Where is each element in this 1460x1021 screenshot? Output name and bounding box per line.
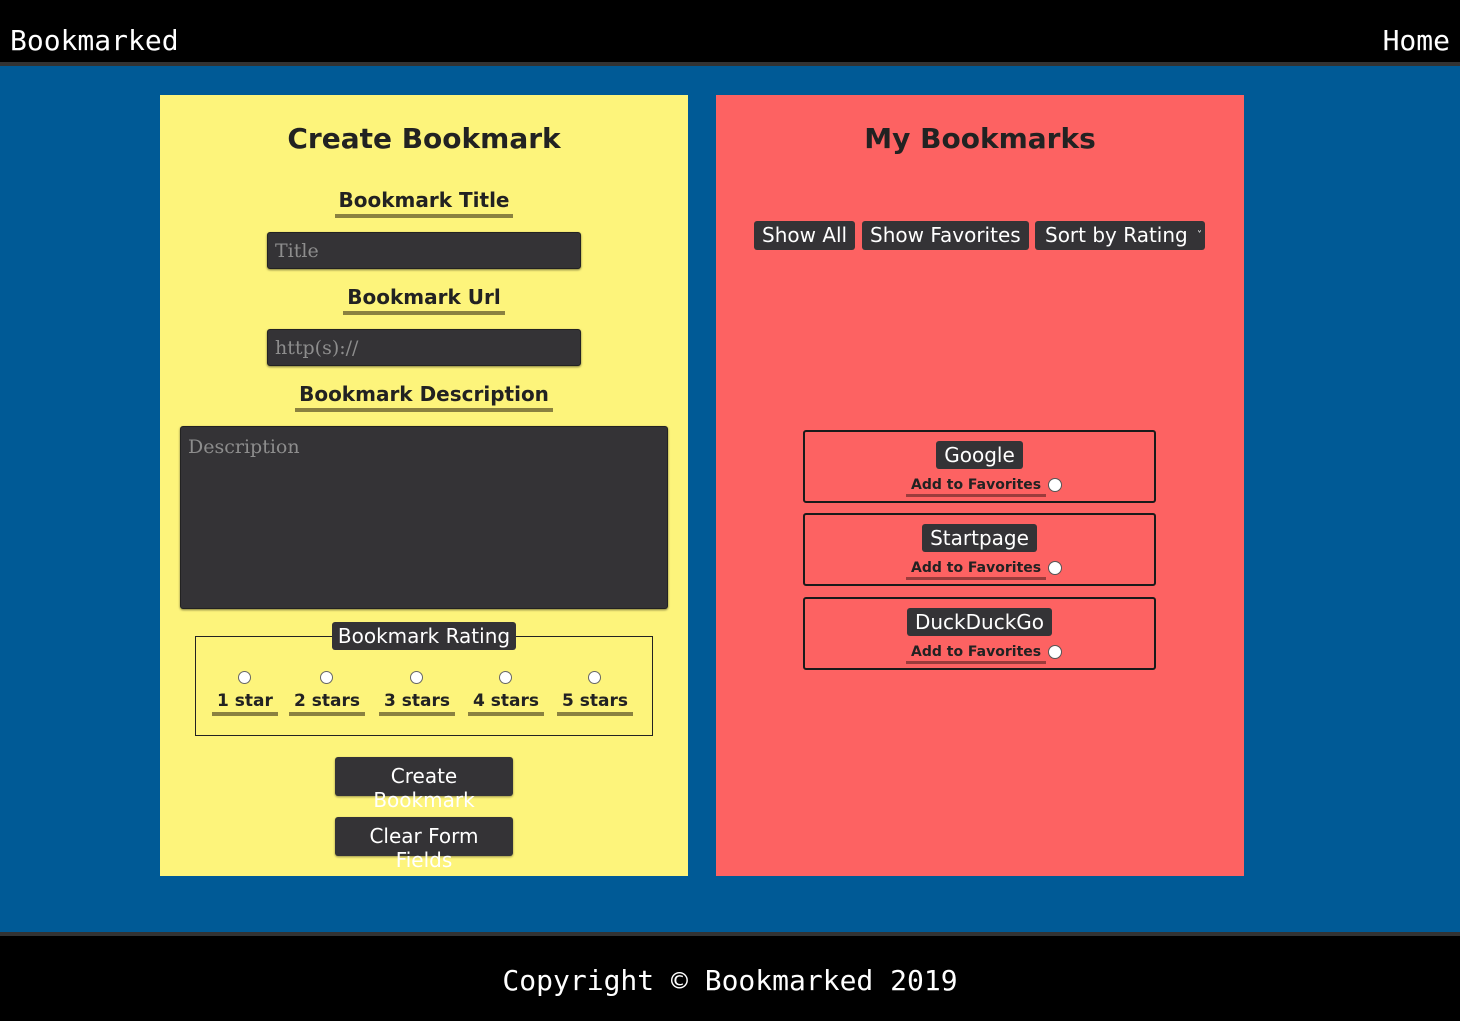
description-textarea[interactable] [180, 426, 668, 609]
title-input[interactable] [267, 232, 581, 269]
my-bookmarks-heading: My Bookmarks [864, 122, 1096, 155]
rating-option-2[interactable]: 2 stars [289, 671, 365, 716]
rating-legend: Bookmark Rating [331, 622, 517, 650]
bookmark-title-label: Bookmark Title [334, 188, 514, 218]
favorite-radio[interactable] [1048, 478, 1062, 492]
brand-title: Bookmarked [10, 24, 179, 57]
rating-3-radio[interactable] [410, 671, 424, 684]
create-bookmark-button[interactable]: Create Bookmark [335, 757, 513, 812]
sort-selected-value: Sort by Rating [1045, 223, 1188, 247]
show-favorites-button[interactable]: Show Favorites [862, 221, 1029, 250]
create-bookmark-panel: Create Bookmark Bookmark Title Bookmark … [160, 95, 688, 876]
rating-3-label[interactable]: 3 stars [379, 690, 455, 716]
rating-5-label[interactable]: 5 stars [557, 690, 633, 716]
add-to-favorites-label[interactable]: Add to Favorites [906, 476, 1047, 497]
rating-4-radio[interactable] [499, 671, 513, 684]
chevron-down-icon: ˅ [1197, 230, 1202, 241]
show-all-button[interactable]: Show All [754, 221, 856, 250]
bookmark-description-label: Bookmark Description [295, 382, 553, 412]
rating-2-label[interactable]: 2 stars [289, 690, 365, 716]
rating-option-3[interactable]: 3 stars [379, 671, 455, 716]
clear-form-button[interactable]: Clear Form Fields [335, 817, 513, 872]
bookmark-url-label: Bookmark Url [343, 285, 505, 315]
bookmark-link[interactable]: Startpage [922, 524, 1037, 552]
rating-4-label[interactable]: 4 stars [468, 690, 544, 716]
title-label-wrap: Bookmark Title [160, 188, 688, 218]
favorite-radio[interactable] [1048, 561, 1062, 575]
top-nav-bar: Bookmarked Home [0, 0, 1460, 66]
create-bookmark-heading: Create Bookmark [287, 122, 561, 155]
url-label-wrap: Bookmark Url [160, 285, 688, 315]
rating-option-5[interactable]: 5 stars [557, 671, 633, 716]
home-link[interactable]: Home [1382, 24, 1450, 57]
bookmark-link[interactable]: Google [936, 441, 1023, 469]
copyright-text: Copyright © Bookmarked 2019 [502, 964, 958, 997]
rating-option-1[interactable]: 1 star [212, 671, 278, 716]
bookmark-card: Startpage Add to Favorites [803, 513, 1156, 586]
my-bookmarks-panel: My Bookmarks Show All Show Favorites Sor… [716, 95, 1244, 876]
add-to-favorites-label[interactable]: Add to Favorites [906, 559, 1047, 580]
rating-option-4[interactable]: 4 stars [468, 671, 544, 716]
rating-2-radio[interactable] [320, 671, 334, 684]
favorite-radio[interactable] [1048, 645, 1062, 659]
rating-5-radio[interactable] [588, 671, 602, 684]
bookmark-card: Google Add to Favorites [803, 430, 1156, 503]
add-to-favorites-label[interactable]: Add to Favorites [906, 643, 1047, 664]
rating-1-label[interactable]: 1 star [212, 690, 278, 716]
description-label-wrap: Bookmark Description [160, 382, 688, 412]
rating-1-radio[interactable] [238, 671, 252, 684]
url-input[interactable] [267, 329, 581, 366]
bookmark-link[interactable]: DuckDuckGo [906, 608, 1053, 636]
rating-legend-wrap: Bookmark Rating [160, 622, 688, 650]
footer: Copyright © Bookmarked 2019 [0, 932, 1460, 1021]
bookmark-card: DuckDuckGo Add to Favorites [803, 597, 1156, 670]
sort-select[interactable]: Sort by Rating ˅ [1035, 221, 1205, 250]
